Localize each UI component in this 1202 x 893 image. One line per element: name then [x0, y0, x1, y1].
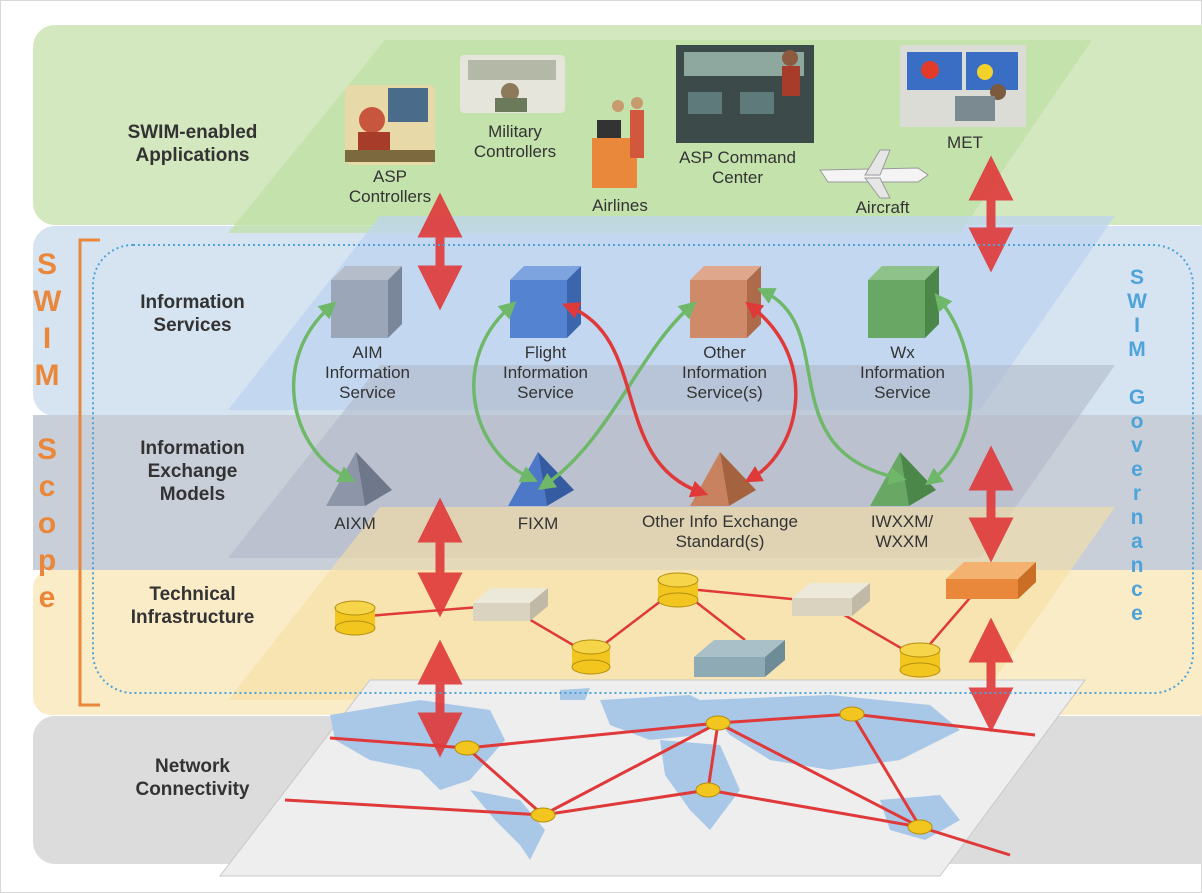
service-cube-wx	[868, 266, 939, 338]
swim-scope-label: S W I M S c o p e	[33, 248, 62, 614]
met-icon	[900, 45, 1026, 127]
infrastructure-nodes	[334, 562, 1036, 678]
app-label-asp-command-center: ASP Command Center	[679, 148, 796, 187]
app-label-asp-controllers: ASP Controllers	[348, 167, 432, 206]
model-label-aixm: AIXM	[334, 514, 376, 533]
layer-label-services: Information Services	[140, 292, 245, 336]
model-label-iwxxm: IWXXM/ WXXM	[870, 512, 934, 551]
service-label-other: Other Information Service(s)	[681, 343, 768, 402]
database-node	[899, 642, 941, 678]
layer-label-models: Information Exchange Models	[140, 438, 245, 505]
swim-governance-label: S W I M G o v e r n a n c e	[1127, 266, 1147, 625]
server-box	[473, 588, 548, 621]
service-label-flight: Flight Information Service	[502, 343, 589, 402]
database-node	[571, 639, 611, 675]
model-label-fixm: FIXM	[517, 514, 559, 533]
service-model-links-red	[561, 301, 798, 498]
model-label-other: Other Info Exchange Standard(s)	[642, 512, 798, 551]
server-box	[946, 562, 1036, 599]
service-cube-aim	[331, 266, 402, 338]
database-node	[657, 572, 699, 608]
asp-command-center-icon	[676, 45, 814, 143]
network-links	[284, 712, 1036, 857]
scope-bracket	[78, 238, 100, 707]
layer-label-infrastructure: Technical Infrastructure	[130, 584, 255, 628]
server-box	[694, 640, 785, 677]
network-nodes	[454, 706, 933, 835]
asp-controllers-icon	[345, 85, 435, 165]
aircraft-icon	[819, 149, 929, 199]
airlines-icon	[592, 97, 644, 188]
app-label-met: MET	[947, 133, 983, 152]
app-label-military-controllers: Military Controllers	[473, 122, 557, 161]
layer-label-applications: SWIM-enabled Applications	[127, 122, 258, 166]
military-controllers-icon	[460, 55, 565, 113]
service-cube-flight	[510, 266, 581, 338]
service-label-aim: AIM Information Service	[324, 343, 411, 402]
service-cube-other	[690, 266, 761, 338]
layer-arrows	[417, 155, 1014, 758]
server-box	[792, 583, 870, 616]
governance-outline	[92, 244, 1194, 694]
app-label-aircraft: Aircraft	[855, 198, 910, 217]
app-label-airlines: Airlines	[592, 196, 648, 215]
service-label-wx: Wx Information Service	[859, 343, 946, 402]
world-map	[330, 688, 960, 860]
database-node	[334, 600, 376, 636]
layer-label-network: Network Connectivity	[135, 756, 250, 800]
